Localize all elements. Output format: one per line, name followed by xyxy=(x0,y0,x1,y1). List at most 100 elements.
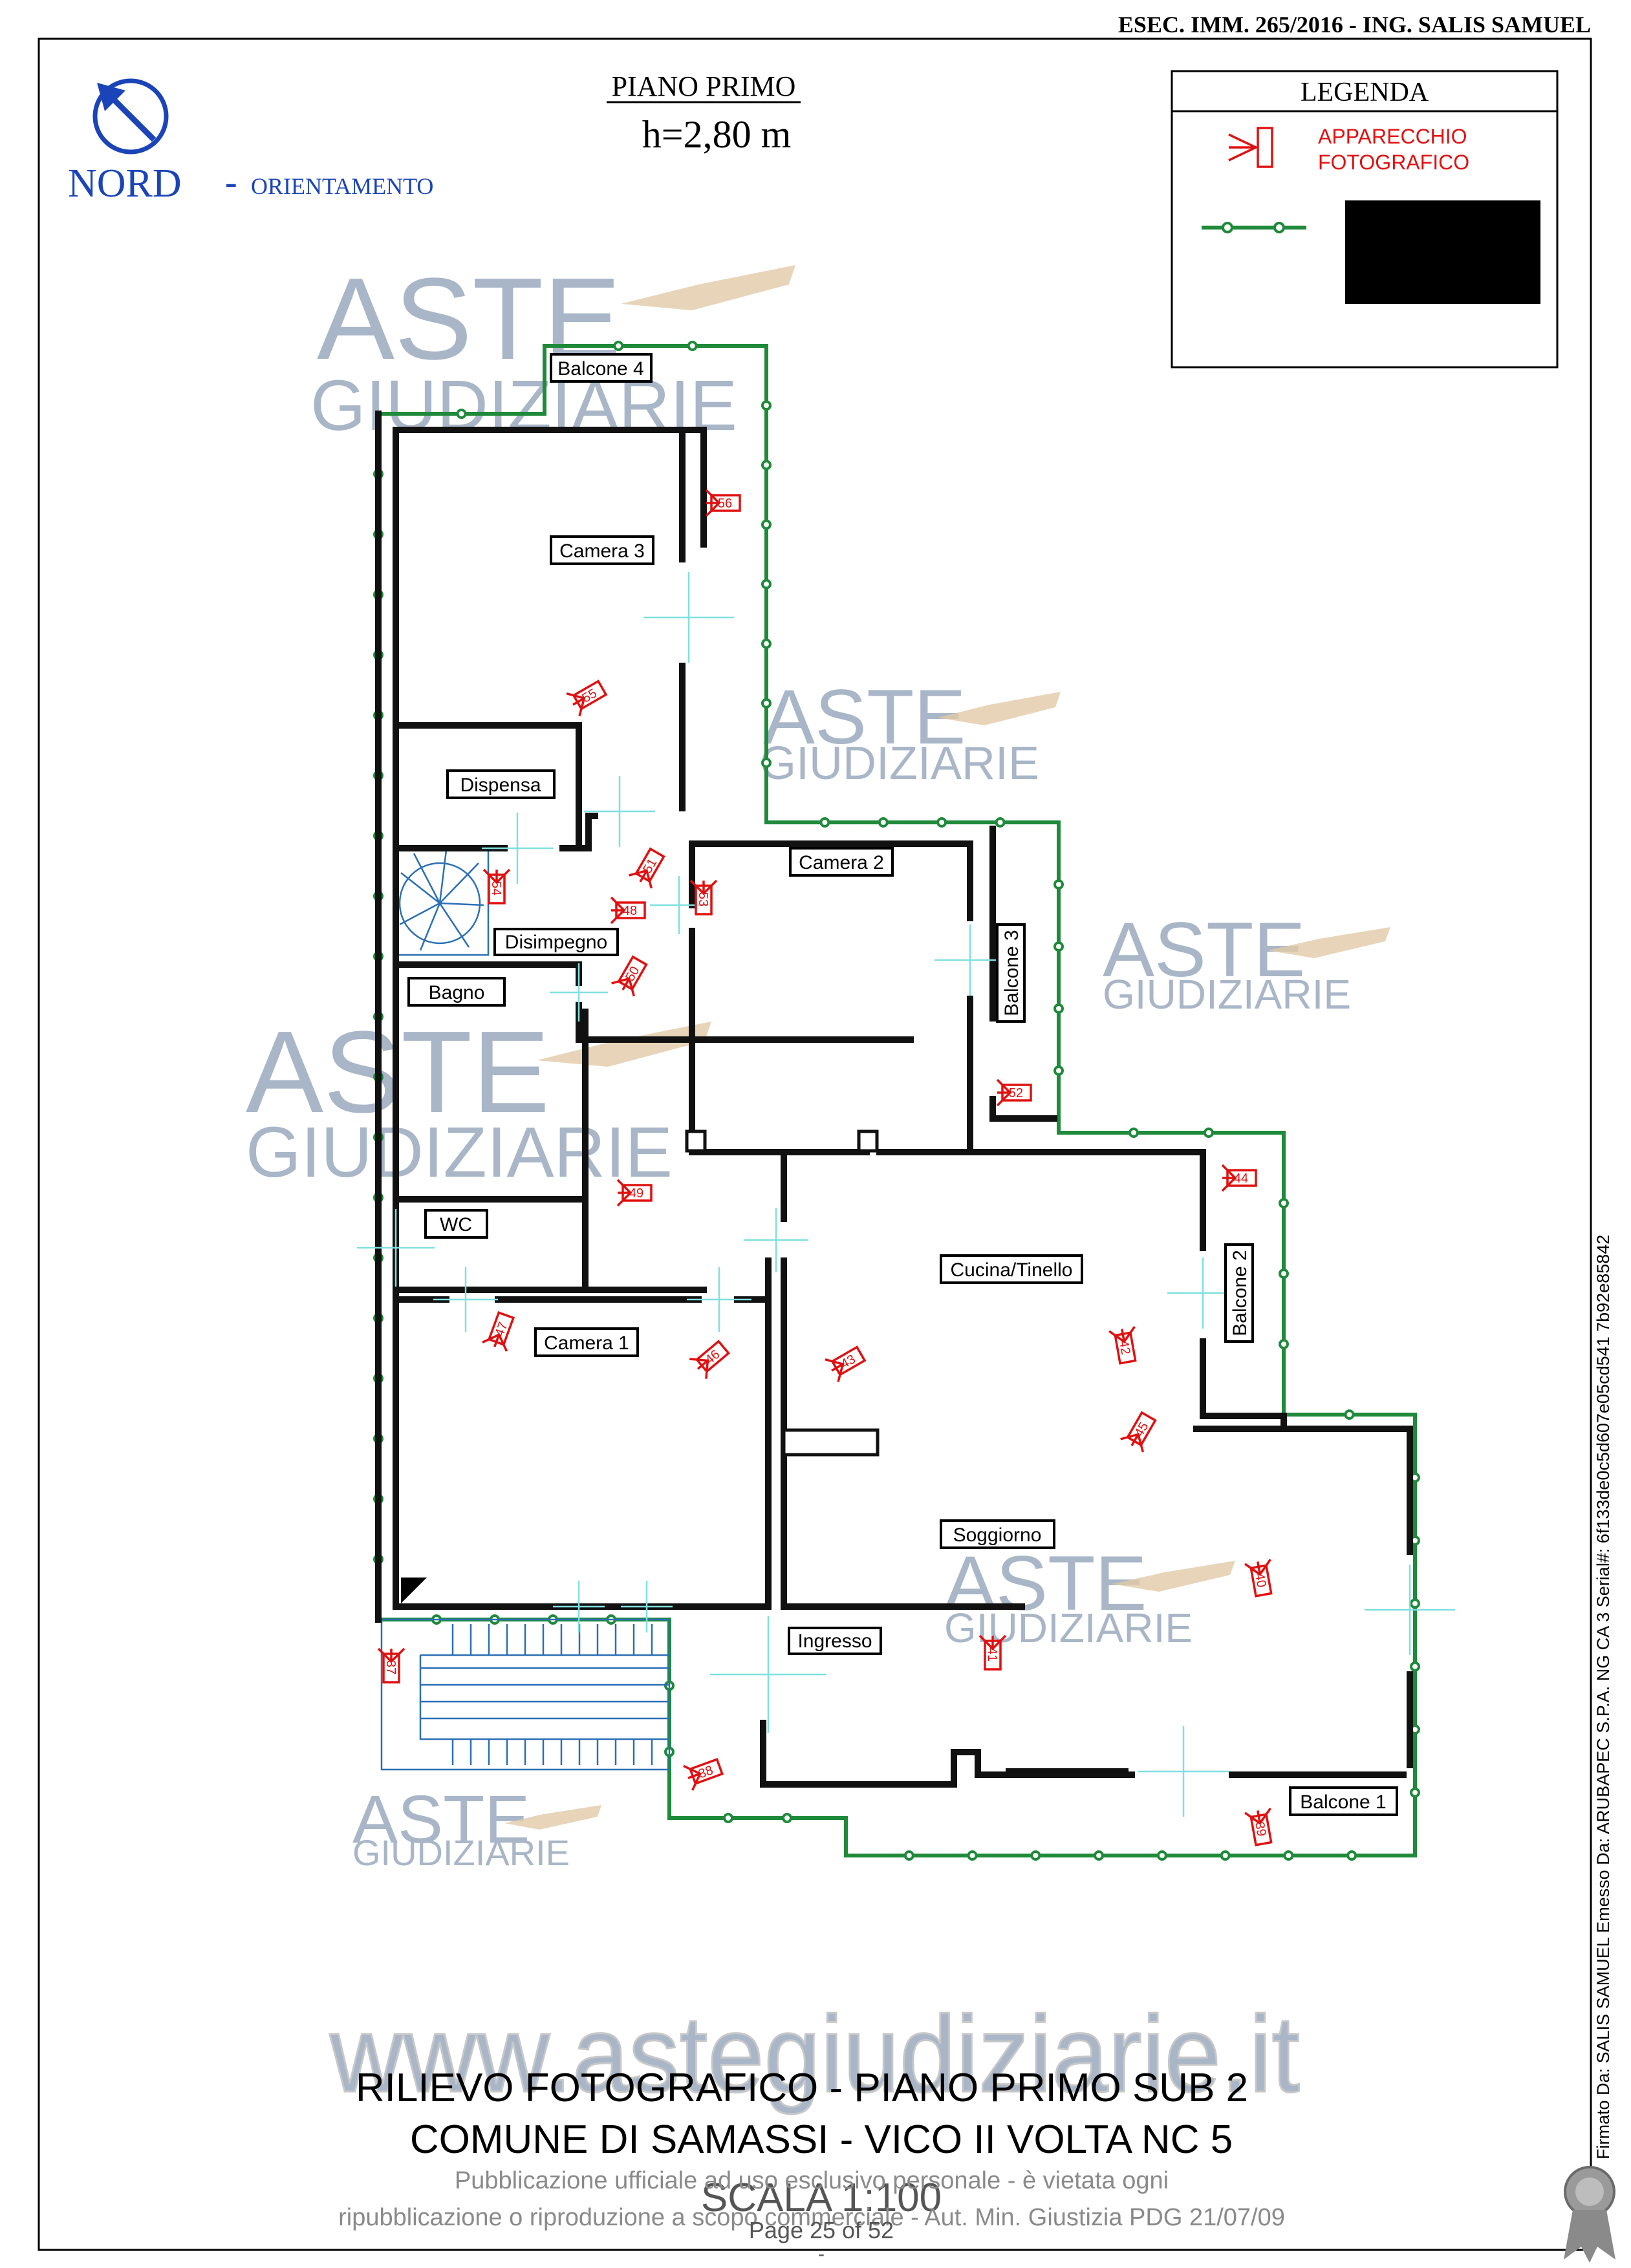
camera-icon: 45 xyxy=(1120,1411,1157,1453)
svg-text:Camera 1: Camera 1 xyxy=(544,1332,629,1354)
svg-text:ASTE: ASTE xyxy=(763,674,966,760)
room-label-dispensa: Dispensa xyxy=(446,769,556,799)
camera-number: 42 xyxy=(1116,1339,1133,1356)
camera-number: 40 xyxy=(1252,1572,1269,1589)
boundary-dot xyxy=(687,341,698,351)
camera-icon: 37 xyxy=(377,1647,405,1684)
floor-height: h=2,80 m xyxy=(642,113,792,156)
orientation-dash: - xyxy=(225,162,237,202)
camera-number: 37 xyxy=(383,1660,398,1674)
boundary-dot xyxy=(761,519,772,530)
room-labels: Balcone 4 Camera 3 Dispensa Disimpegno B… xyxy=(407,353,1398,1816)
page-number: Page 25 of 52 xyxy=(749,2217,894,2243)
document-reference: ESEC. IMM. 265/2016 - ING. SALIS SAMUEL xyxy=(1118,12,1591,37)
camera-icon: 51 xyxy=(629,847,665,889)
camera-icon: 54 xyxy=(482,868,511,904)
gavel-watermark-icon xyxy=(504,1805,601,1830)
gavel-watermark-icon xyxy=(621,265,795,310)
room-label-balcone-3: Balcone 3 xyxy=(996,923,1026,1023)
boundary-dot xyxy=(761,460,772,471)
camera-number: 39 xyxy=(1252,1821,1269,1837)
camera-icon: 47 xyxy=(482,1311,515,1352)
room-label-balcone-1: Balcone 1 xyxy=(1289,1786,1398,1816)
svg-text:Bagno: Bagno xyxy=(429,982,485,1003)
boundary-dot xyxy=(1279,1198,1289,1208)
room-label-ingresso: Ingresso xyxy=(788,1627,882,1655)
svg-text:GIUDIZIARIE: GIUDIZIARIE xyxy=(760,738,1039,789)
green-boundary-line-icon xyxy=(1202,222,1306,233)
boundary-dot xyxy=(1129,1128,1139,1138)
camera-icon: 42 xyxy=(1108,1325,1137,1365)
boundary-dot xyxy=(1053,879,1064,890)
boundary-dot xyxy=(1346,1850,1357,1861)
boundary-dot xyxy=(761,698,772,709)
page-dash: - xyxy=(818,2243,825,2265)
svg-text:Camera 2: Camera 2 xyxy=(799,852,884,873)
svg-text:GIUDIZIARIE: GIUDIZIARIE xyxy=(310,366,737,445)
page-border xyxy=(38,37,1592,2251)
boundary-dot xyxy=(1410,1787,1420,1798)
boundary-dot xyxy=(1410,1598,1420,1609)
svg-text:ASTE: ASTE xyxy=(944,1540,1147,1627)
boundary-dot xyxy=(1053,941,1064,952)
room-label-bagno: Bagno xyxy=(407,977,506,1007)
footer-title-1: RILIEVO FOTOGRAFICO - PIANO PRIMO SUB 2 xyxy=(356,2066,1248,2110)
boundary-dot xyxy=(456,409,467,419)
camera-icon: 40 xyxy=(1244,1558,1273,1598)
boundary-dot xyxy=(1053,1003,1064,1014)
orientation-block: NORD - ORIENTAMENTO xyxy=(68,78,433,206)
boundary-dot xyxy=(1156,1850,1167,1861)
boundary-dot xyxy=(1053,1065,1064,1076)
camera-number: 46 xyxy=(702,1347,722,1367)
svg-text:WC: WC xyxy=(440,1214,472,1236)
boundary-dot xyxy=(1279,1339,1289,1349)
boundary-dot xyxy=(782,1813,792,1823)
camera-icon xyxy=(1228,127,1273,168)
footer-block: RILIEVO FOTOGRAFICO - PIANO PRIMO SUB 2 … xyxy=(338,2066,1285,2265)
doors-and-openings xyxy=(357,572,1455,1817)
camera-number: 53 xyxy=(696,892,710,906)
camera-icon: 55 xyxy=(566,679,608,716)
watermark-aste-2: ASTE GIUDIZIARIE xyxy=(760,674,1061,789)
svg-text:ASTE: ASTE xyxy=(352,1782,530,1857)
legend-title: LEGENDA xyxy=(1301,78,1429,107)
svg-text:GIUDIZIARIE: GIUDIZIARIE xyxy=(246,1113,673,1192)
camera-number: 54 xyxy=(489,881,503,895)
gavel-watermark-icon xyxy=(1268,927,1390,958)
svg-text:Disimpegno: Disimpegno xyxy=(505,932,607,953)
boundary-dot xyxy=(903,1850,914,1861)
boundary-dot xyxy=(723,1813,733,1823)
boundary-dot xyxy=(1283,1850,1294,1861)
room-label-soggiorno: Soggiorno xyxy=(940,1519,1055,1549)
room-label-balcone-4: Balcone 4 xyxy=(550,353,653,383)
digital-signature-text: Firmato Da: SALIS SAMUEL Emesso Da: ARUB… xyxy=(1593,1235,1613,2159)
legend-box: LEGENDA APPARECCHIO FOTOGRAFICO xyxy=(1171,70,1559,369)
floor-title: PIANO PRIMO xyxy=(612,70,796,102)
boundary-dot xyxy=(1279,1268,1289,1279)
boundary-dot xyxy=(1204,1128,1214,1138)
boundary-dot xyxy=(761,757,772,768)
svg-text:Balcone 1: Balcone 1 xyxy=(1300,1792,1386,1813)
watermark-aste-1: ASTE GIUDIZIARIE xyxy=(310,254,795,445)
camera-icon: 49 xyxy=(616,1179,653,1207)
camera-icon: 46 xyxy=(689,1340,731,1379)
watermark-aste-4: ASTE GIUDIZIARIE xyxy=(246,1007,711,1192)
watermark-group: ASTE GIUDIZIARIE ASTE GIUDIZIARIE ASTE G… xyxy=(246,254,1390,2116)
svg-text:GIUDIZIARIE: GIUDIZIARIE xyxy=(352,1832,570,1873)
svg-text:GIUDIZIARIE: GIUDIZIARIE xyxy=(944,1605,1193,1651)
external-staircase xyxy=(380,1618,671,1771)
room-label-disimpegno: Disimpegno xyxy=(493,928,619,956)
room-label-camera-3: Camera 3 xyxy=(550,535,654,565)
room-label-wc: WC xyxy=(424,1209,488,1239)
north-arrow-icon xyxy=(92,78,169,155)
gavel-watermark-icon xyxy=(537,1022,711,1067)
boundary-dot xyxy=(613,341,624,351)
boundary-dot xyxy=(1220,1850,1231,1861)
boundary-dot xyxy=(1410,1661,1420,1672)
gavel-watermark-icon xyxy=(938,692,1061,725)
svg-text:Balcone 4: Balcone 4 xyxy=(557,358,643,380)
svg-text:Dispensa: Dispensa xyxy=(460,775,541,796)
